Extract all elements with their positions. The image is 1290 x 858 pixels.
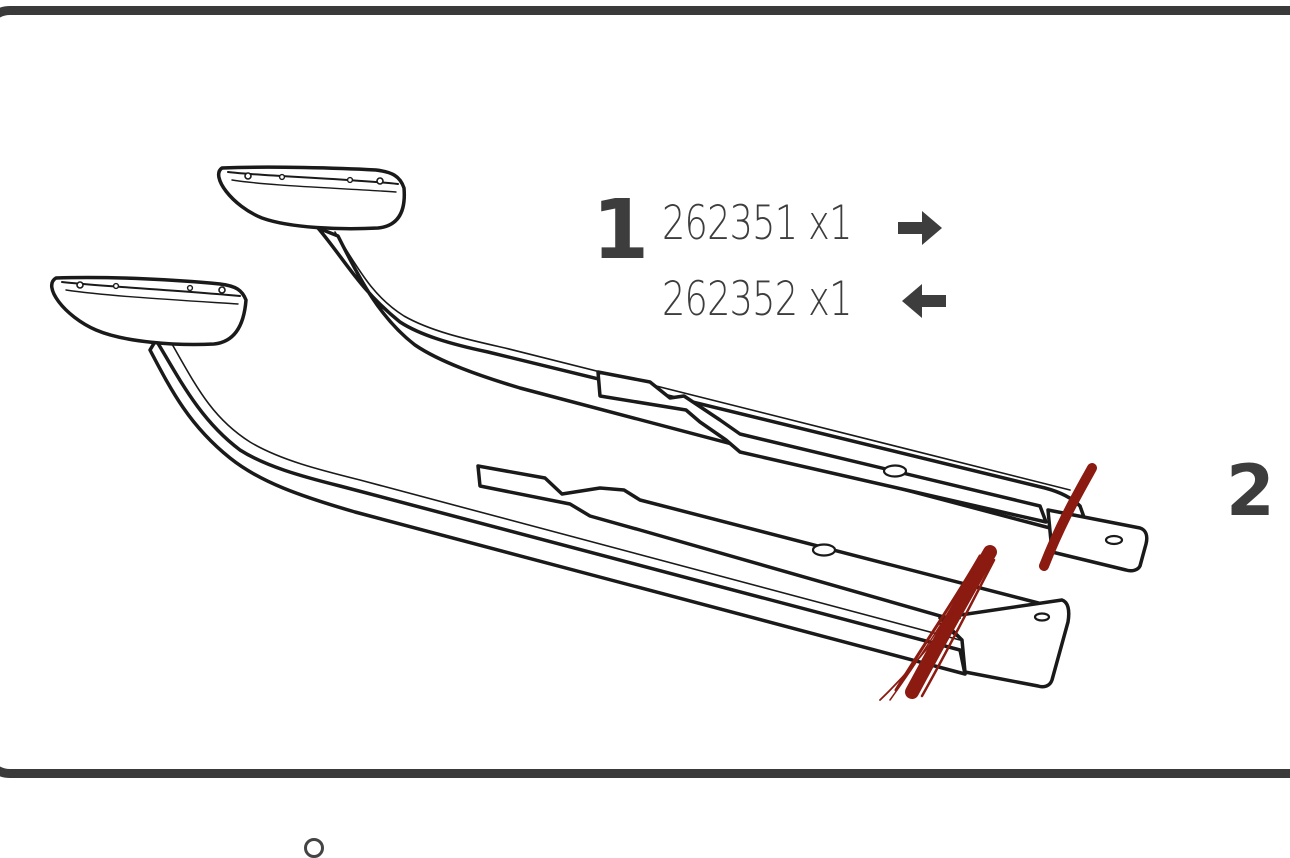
- page-mark-circle: [304, 838, 324, 858]
- arrow-right-icon: [898, 211, 942, 245]
- step-number-1: 1: [592, 183, 650, 278]
- part-code: 262352: [662, 272, 798, 327]
- bracket-front: [49, 275, 1071, 689]
- arrow-left-icon: [902, 284, 946, 318]
- part-line-right: 262351 x1: [662, 200, 852, 247]
- cut-marks: [879, 463, 1097, 701]
- part-quantity: x1: [808, 272, 852, 327]
- part-line-left: 262352 x1: [662, 276, 852, 323]
- part-code: 262351: [662, 196, 798, 251]
- step-number-2: 2: [1226, 450, 1275, 532]
- part-quantity: x1: [808, 196, 852, 251]
